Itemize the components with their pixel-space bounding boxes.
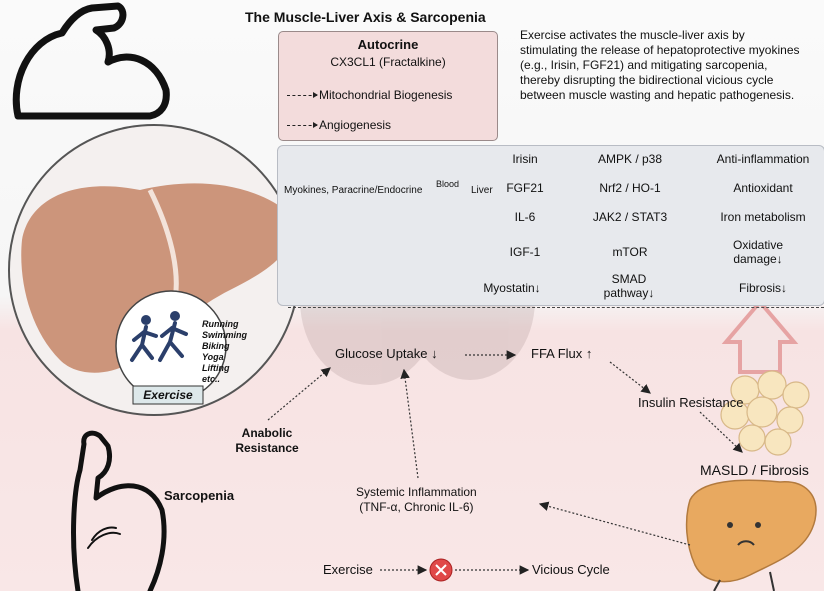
pathway-name: Nrf2 / HO-1 — [599, 181, 661, 195]
source-label: Myokines, Paracrine/Endocrine — [284, 185, 423, 196]
autocrine-heading: Autocrine — [357, 37, 419, 52]
masld-label: MASLD / Fibrosis — [700, 462, 809, 478]
myokine-name: FGF21 — [506, 181, 544, 195]
vicious-cycle-arrows — [267, 350, 743, 575]
effect-name: Antioxidant — [733, 181, 793, 195]
fatty-liver-illustration — [685, 479, 817, 591]
pathway-name: AMPK / p38 — [597, 152, 663, 166]
myokine-name: Myostatin↓ — [483, 281, 541, 295]
sarcopenia-label: Sarcopenia — [164, 488, 235, 503]
exercise-illustration — [115, 290, 227, 405]
exercise-types-list: Running Swimming Biking Yoga Lifting etc… — [202, 319, 248, 384]
exercise-label: Exercise — [143, 388, 193, 402]
insulin-resistance-label: Insulin Resistance — [638, 395, 744, 410]
flexed-arm-icon — [12, 2, 170, 120]
myokine-name: Irisin — [512, 152, 538, 166]
pathway-name: SMAD pathway↓ — [603, 272, 655, 300]
myokine-name: IGF-1 — [509, 245, 541, 259]
anabolic-resistance-label: Anabolic Resistance — [235, 426, 299, 455]
section-divider — [288, 307, 824, 308]
pathway-name: JAK2 / STAT3 — [592, 210, 668, 224]
glucose-uptake-label: Glucose Uptake ↓ — [335, 346, 438, 361]
page-title: The Muscle-Liver Axis & Sarcopenia — [245, 9, 486, 25]
systemic-inflammation-label: Systemic Inflammation (TNF-α, Chronic IL… — [356, 485, 477, 514]
autocrine-item: Mitochondrial Biogenesis — [287, 88, 452, 102]
adipose-tissue-illustration — [720, 298, 810, 456]
myokines-panel: Myokines, Paracrine/Endocrine Blood Live… — [277, 145, 824, 306]
effect-name: Iron metabolism — [720, 210, 806, 224]
myokine-name: IL-6 — [514, 210, 536, 224]
exercise-cycle-label: Exercise — [323, 562, 373, 577]
effect-name: Fibrosis↓ — [738, 281, 787, 295]
weak-arm-icon — [71, 430, 167, 591]
autocrine-subheading: CX3CL1 (Fractalkine) — [330, 55, 446, 69]
effect-name: Anti-inflammation — [716, 152, 810, 166]
route-label: Blood — [436, 179, 460, 189]
description-text: Exercise activates the muscle-liver axis… — [520, 28, 800, 102]
autocrine-box: Autocrine CX3CL1 (Fractalkine) Mitochond… — [278, 31, 498, 141]
target-label: Liver — [471, 185, 493, 196]
pathway-name: mTOR — [612, 245, 648, 259]
autocrine-item: Angiogenesis — [287, 118, 391, 132]
ffa-flux-label: FFA Flux ↑ — [531, 346, 593, 361]
vicious-cycle-label: Vicious Cycle — [532, 562, 610, 577]
block-x-icon — [429, 558, 453, 582]
effect-name: Oxidative damage↓ — [732, 238, 784, 266]
